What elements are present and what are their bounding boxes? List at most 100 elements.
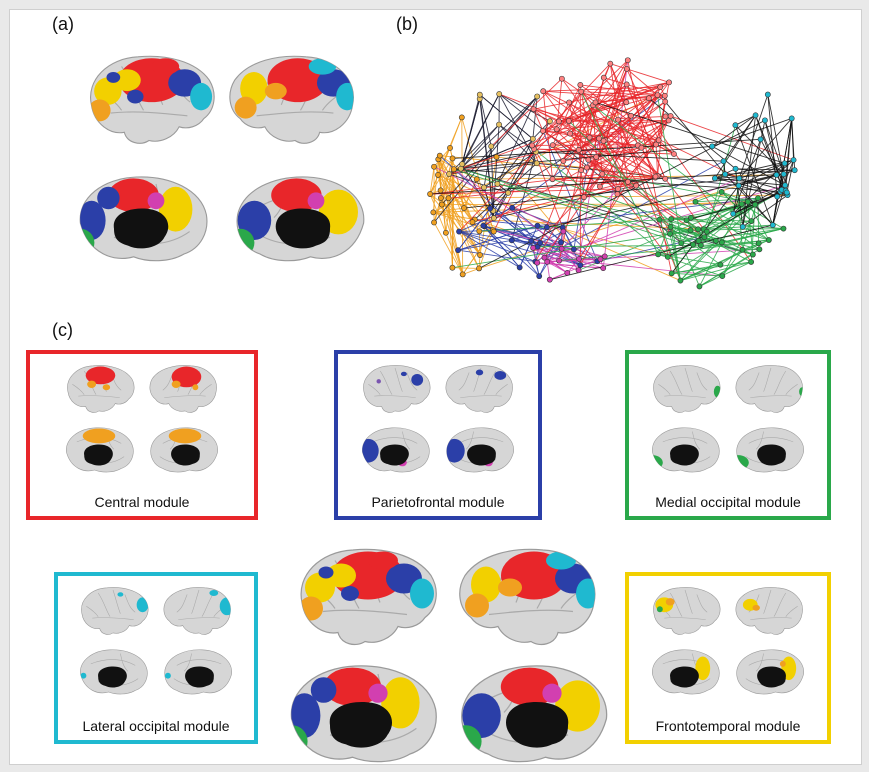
network-edge — [552, 144, 587, 168]
network-edge — [760, 139, 786, 186]
network-edge — [699, 254, 754, 287]
network-edge — [511, 240, 540, 277]
network-edge — [599, 94, 658, 187]
network-node — [696, 283, 703, 290]
network-node — [600, 265, 607, 272]
network-edge — [482, 225, 521, 268]
network-node — [541, 254, 548, 261]
panel-b-label: (b) — [396, 14, 418, 34]
network-edge — [580, 91, 632, 117]
medial-occipital-module-box: Medial occipital module — [625, 350, 831, 520]
lateral-occipital-brain-lateral-left — [81, 587, 149, 635]
network-node — [516, 264, 523, 271]
network-node — [438, 201, 445, 208]
parietofrontal-brain-medial-right — [446, 427, 514, 473]
network-node — [655, 251, 662, 258]
network-edge — [552, 178, 699, 230]
network-edge — [437, 159, 481, 256]
network-node — [461, 205, 467, 211]
network-node — [534, 93, 541, 100]
network-edge — [448, 138, 600, 175]
network-edge — [755, 115, 787, 191]
network-node — [528, 238, 535, 244]
network-node — [586, 134, 593, 141]
network-edge — [568, 81, 670, 122]
frontotemporal-brain-medial-right — [736, 649, 804, 695]
network-edge — [785, 118, 793, 191]
network-node — [575, 267, 582, 274]
network-edge — [626, 84, 666, 179]
network-node — [555, 118, 562, 125]
lateral-occipital-module-label: Lateral occipital module — [82, 718, 230, 734]
network-edge — [595, 101, 785, 164]
network-edge — [546, 261, 568, 274]
network-edge — [699, 261, 752, 287]
network-edge — [561, 188, 619, 250]
network-edge — [637, 94, 658, 146]
network-edge — [714, 173, 784, 179]
network-edge — [461, 94, 481, 165]
network-node — [435, 172, 441, 178]
network-edge — [558, 116, 666, 122]
network-edge — [544, 173, 603, 258]
network-node — [692, 198, 699, 205]
network-node — [623, 99, 630, 106]
network-node — [739, 223, 746, 230]
network-edge — [592, 81, 670, 106]
network-edge — [448, 176, 656, 199]
network-node — [662, 113, 669, 120]
central-brain-lateral-right — [149, 365, 217, 413]
network-edge — [433, 211, 475, 220]
network-edge — [552, 133, 571, 146]
network-edge — [498, 124, 537, 153]
network-edge — [492, 229, 605, 257]
network-node — [667, 113, 674, 119]
network-node — [655, 137, 662, 144]
central-module-box: Central module — [26, 350, 258, 520]
panel-a-label: (a) — [52, 14, 74, 34]
network-edge — [458, 249, 536, 263]
network-node — [530, 245, 537, 251]
network-edge — [552, 84, 581, 146]
network-node — [738, 201, 745, 207]
medial-occipital-brain-lateral-right — [735, 365, 803, 413]
network-node — [688, 214, 694, 221]
network-edge — [569, 104, 594, 134]
network-edge — [437, 159, 464, 275]
network-node — [717, 261, 724, 268]
network-node — [459, 271, 466, 278]
network-node — [712, 237, 719, 244]
network-edge — [589, 137, 658, 177]
network-edge — [542, 90, 666, 180]
network-edge — [532, 173, 603, 249]
network-node — [427, 191, 433, 197]
frontotemporal-module-box: Frontotemporal module — [625, 572, 831, 744]
network-node — [623, 81, 630, 88]
network-edge — [439, 155, 477, 180]
network-node — [508, 237, 515, 244]
network-edge — [592, 104, 770, 241]
network-edge — [738, 162, 785, 186]
network-edge — [735, 114, 756, 126]
network-node — [614, 191, 621, 198]
network-node — [533, 160, 540, 167]
network-node — [592, 99, 599, 106]
network-node — [687, 227, 694, 234]
network-node — [558, 75, 565, 82]
network-node — [730, 210, 737, 217]
network-edge — [490, 78, 563, 147]
network-node — [615, 116, 621, 123]
network-edge — [543, 90, 675, 155]
network-node — [749, 251, 756, 258]
network-edge — [547, 261, 579, 271]
lateral-occipital-brain-lateral-right — [163, 587, 231, 635]
network-edge — [542, 130, 589, 161]
network-node — [600, 74, 607, 81]
network-node — [556, 257, 563, 264]
network-edge — [539, 231, 564, 244]
network-edge — [552, 105, 594, 180]
network-node — [736, 175, 743, 182]
network-node — [509, 204, 516, 211]
network-edge — [433, 222, 464, 275]
network-edge — [498, 93, 538, 164]
